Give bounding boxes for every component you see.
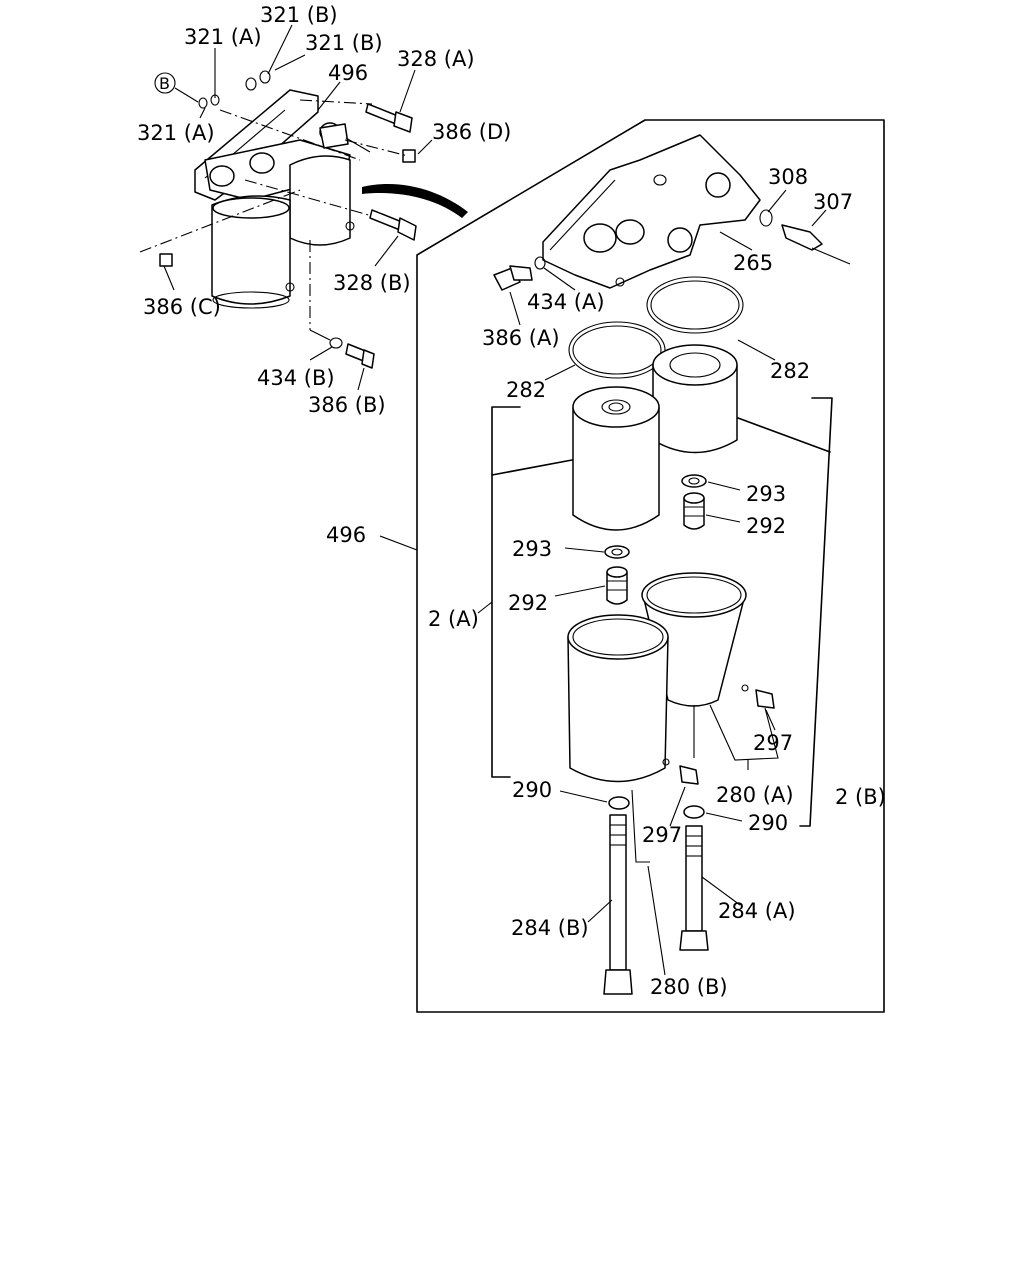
gasket-282-left [568,321,666,379]
label-307: 307 [813,190,853,214]
label-265: 265 [733,251,773,275]
label-282-left: 282 [506,378,546,402]
label-496-top: 496 [328,61,368,85]
drain-plug-297-mid [679,765,699,785]
label-280b: 280 (B) [650,975,728,999]
detail-frame [416,119,885,1013]
label-290-right: 290 [748,811,788,835]
label-284b: 284 (B) [511,916,589,940]
bowl-280b [567,614,670,783]
drain-plug-297-right [755,689,775,709]
washer-293-right [681,474,707,488]
label-386a: 386 (A) [482,326,560,350]
washer-290-left [608,796,630,810]
label-297-right: 297 [753,731,793,755]
filter-element-right [652,344,738,454]
label-321a-left: 321 (A) [137,121,215,145]
label-290-left: 290 [512,778,552,802]
label-308: 308 [768,165,808,189]
spring-292-left [606,566,628,605]
label-434a: 434 (A) [527,290,605,314]
label-496-mid: 496 [326,523,366,547]
spring-292-right [683,492,705,530]
label-2b: 2 (B) [835,785,886,809]
callout-b-text: B [159,74,170,93]
label-434b: 434 (B) [257,366,335,390]
label-386d: 386 (D) [432,120,511,144]
labels: 321 (A) 321 (B) 321 (B) 496 328 (A) 321 … [137,3,886,999]
callout-b: B [154,72,199,103]
label-321b-mid: 321 (B) [305,31,383,55]
pointer-arrow [362,183,468,218]
label-293-right: 293 [746,482,786,506]
bracket-2b [799,397,833,827]
washer-290-right [683,805,705,819]
label-328b: 328 (B) [333,271,411,295]
filter-head [542,134,761,289]
washer-293-left [604,545,630,559]
gasket-282-right [646,276,744,334]
label-292-left: 292 [508,591,548,615]
label-321b-top: 321 (B) [260,3,338,27]
overview-centerlines [139,99,409,341]
leader-lines [163,24,827,976]
label-328a: 328 (A) [397,47,475,71]
label-282-right: 282 [770,359,810,383]
label-386b: 386 (B) [308,393,386,417]
label-321a-top: 321 (A) [184,25,262,49]
label-280a: 280 (A) [716,783,794,807]
label-293-left: 293 [512,537,552,561]
bolt-284b [603,814,633,995]
bolt-284a [679,825,709,951]
label-2a: 2 (A) [428,607,479,631]
label-284a: 284 (A) [718,899,796,923]
bowl-280a [641,572,749,707]
head-fittings [493,209,851,291]
label-386c: 386 (C) [143,295,221,319]
filter-element-left [572,386,660,531]
label-297-mid: 297 [642,823,682,847]
label-292-right: 292 [746,514,786,538]
bracket-2a [491,406,521,778]
overview-small-parts [159,70,417,369]
overview-assembly [194,89,371,309]
